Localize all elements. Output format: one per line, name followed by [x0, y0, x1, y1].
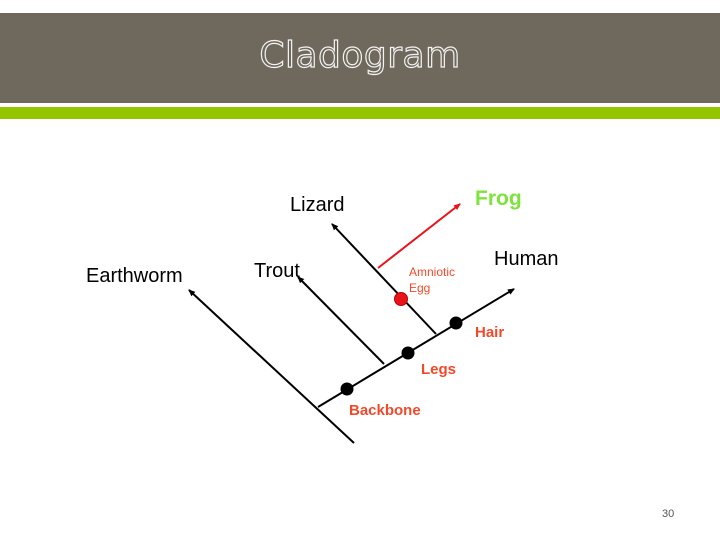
trait-amniotic-egg-line1: Amniotic	[409, 265, 456, 279]
amniotic-egg-node	[394, 292, 408, 306]
taxon-lizard: Lizard	[290, 194, 345, 216]
frog-branch	[377, 203, 461, 269]
trait-legs: Legs	[421, 361, 457, 378]
trout-branch	[297, 276, 385, 365]
trait-hair: Hair	[475, 324, 505, 341]
trait-backbone: Backbone	[349, 402, 421, 419]
accent-bar	[0, 107, 720, 119]
slide-title: Cladogram	[259, 34, 461, 76]
legs-node	[401, 346, 415, 360]
hair-node	[449, 316, 463, 330]
trait-amniotic-egg: Amniotic Egg	[409, 264, 455, 296]
page-number: 30	[662, 508, 675, 520]
earthworm-branch	[188, 289, 355, 444]
trait-amniotic-egg-line2: Egg	[409, 281, 431, 295]
taxon-trout: Trout	[254, 260, 300, 282]
taxon-human: Human	[494, 248, 559, 270]
title-banner	[0, 13, 720, 103]
backbone-node	[340, 382, 354, 396]
taxon-frog: Frog	[475, 187, 522, 210]
taxon-earthworm: Earthworm	[86, 265, 183, 287]
lizard-branch	[331, 223, 437, 335]
